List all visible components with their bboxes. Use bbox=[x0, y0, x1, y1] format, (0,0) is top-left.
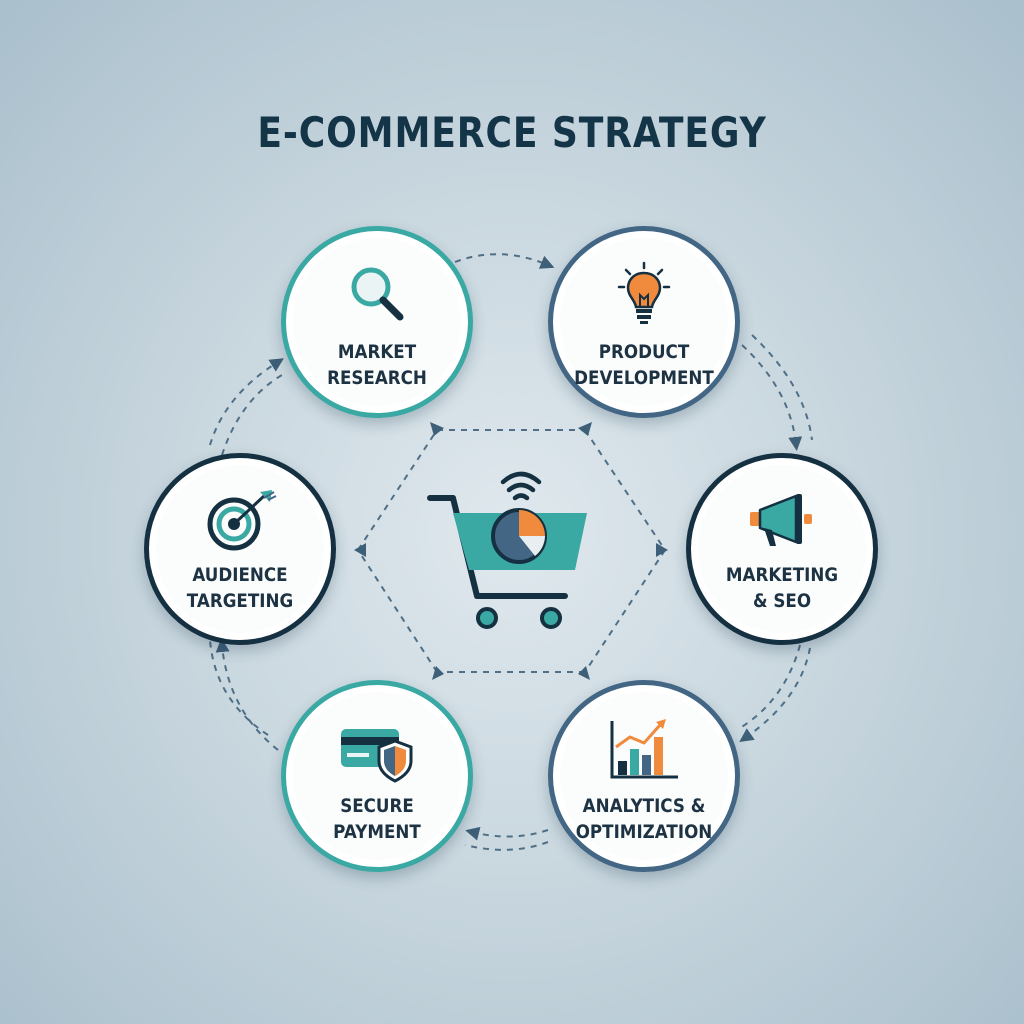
magnifier-icon bbox=[351, 267, 404, 321]
arc-marketing-to-analytics bbox=[739, 647, 811, 742]
node-label-line1: MARKET bbox=[337, 341, 417, 363]
node-product-development: PRODUCT DEVELOPMENT bbox=[548, 226, 740, 418]
node-analytics-optimization: ANALYTICS & OPTIMIZATION bbox=[548, 680, 740, 872]
node-label-line1: MARKETING bbox=[725, 564, 839, 586]
node-label-line2: PAYMENT bbox=[333, 821, 421, 843]
bar-chart-icon bbox=[610, 719, 678, 779]
arc-marketing-to-analytics-2 bbox=[739, 644, 801, 729]
hex-top-right bbox=[584, 429, 666, 551]
arc-research-to-product bbox=[454, 253, 555, 269]
hex-arrow-right bbox=[656, 543, 668, 557]
node-label-line1: ANALYTICS & bbox=[582, 795, 706, 817]
arc-payment-to-audience-2 bbox=[209, 639, 269, 736]
arc-audience-to-research-2 bbox=[221, 374, 283, 456]
arc-product-to-marketing-2 bbox=[751, 334, 813, 441]
target-icon bbox=[207, 490, 277, 551]
arc-audience-to-research bbox=[209, 358, 284, 446]
node-market-research: MARKET RESEARCH bbox=[281, 226, 473, 418]
hex-arrow-top-right bbox=[578, 422, 592, 436]
arc-analytics-to-payment-2 bbox=[464, 841, 549, 851]
node-label-line2: & SEO bbox=[752, 590, 812, 612]
node-label-line2: DEVELOPMENT bbox=[574, 367, 714, 389]
node-label-line1: SECURE bbox=[340, 795, 414, 817]
diagram-title: E-COMMERCE STRATEGY bbox=[257, 108, 767, 157]
node-audience-targeting: AUDIENCE TARGETING bbox=[144, 453, 336, 645]
lightbulb-icon bbox=[617, 261, 671, 324]
arc-payment-to-audience bbox=[215, 638, 279, 751]
hex-bottom-right bbox=[584, 549, 666, 673]
shopping-cart-icon bbox=[427, 471, 587, 629]
node-marketing-seo: MARKETING & SEO bbox=[686, 453, 878, 645]
megaphone-icon bbox=[750, 494, 812, 546]
hex-bottom-left bbox=[357, 549, 438, 673]
hex-arrow-bottom-left bbox=[432, 666, 444, 680]
node-label-line1: AUDIENCE bbox=[192, 564, 288, 586]
arc-product-to-marketing bbox=[741, 344, 803, 451]
hex-arrow-left bbox=[354, 543, 366, 557]
credit-card-shield-icon bbox=[341, 729, 413, 783]
hex-arrow-top-left bbox=[430, 422, 444, 436]
node-label-line2: TARGETING bbox=[186, 590, 294, 612]
node-label-line2: OPTIMIZATION bbox=[575, 821, 713, 843]
node-label-line1: PRODUCT bbox=[598, 341, 690, 363]
arc-analytics-to-payment bbox=[465, 826, 549, 841]
node-secure-payment: SECURE PAYMENT bbox=[281, 680, 473, 872]
hex-arrow-bottom-right bbox=[578, 666, 590, 680]
node-label-line2: RESEARCH bbox=[327, 367, 427, 389]
